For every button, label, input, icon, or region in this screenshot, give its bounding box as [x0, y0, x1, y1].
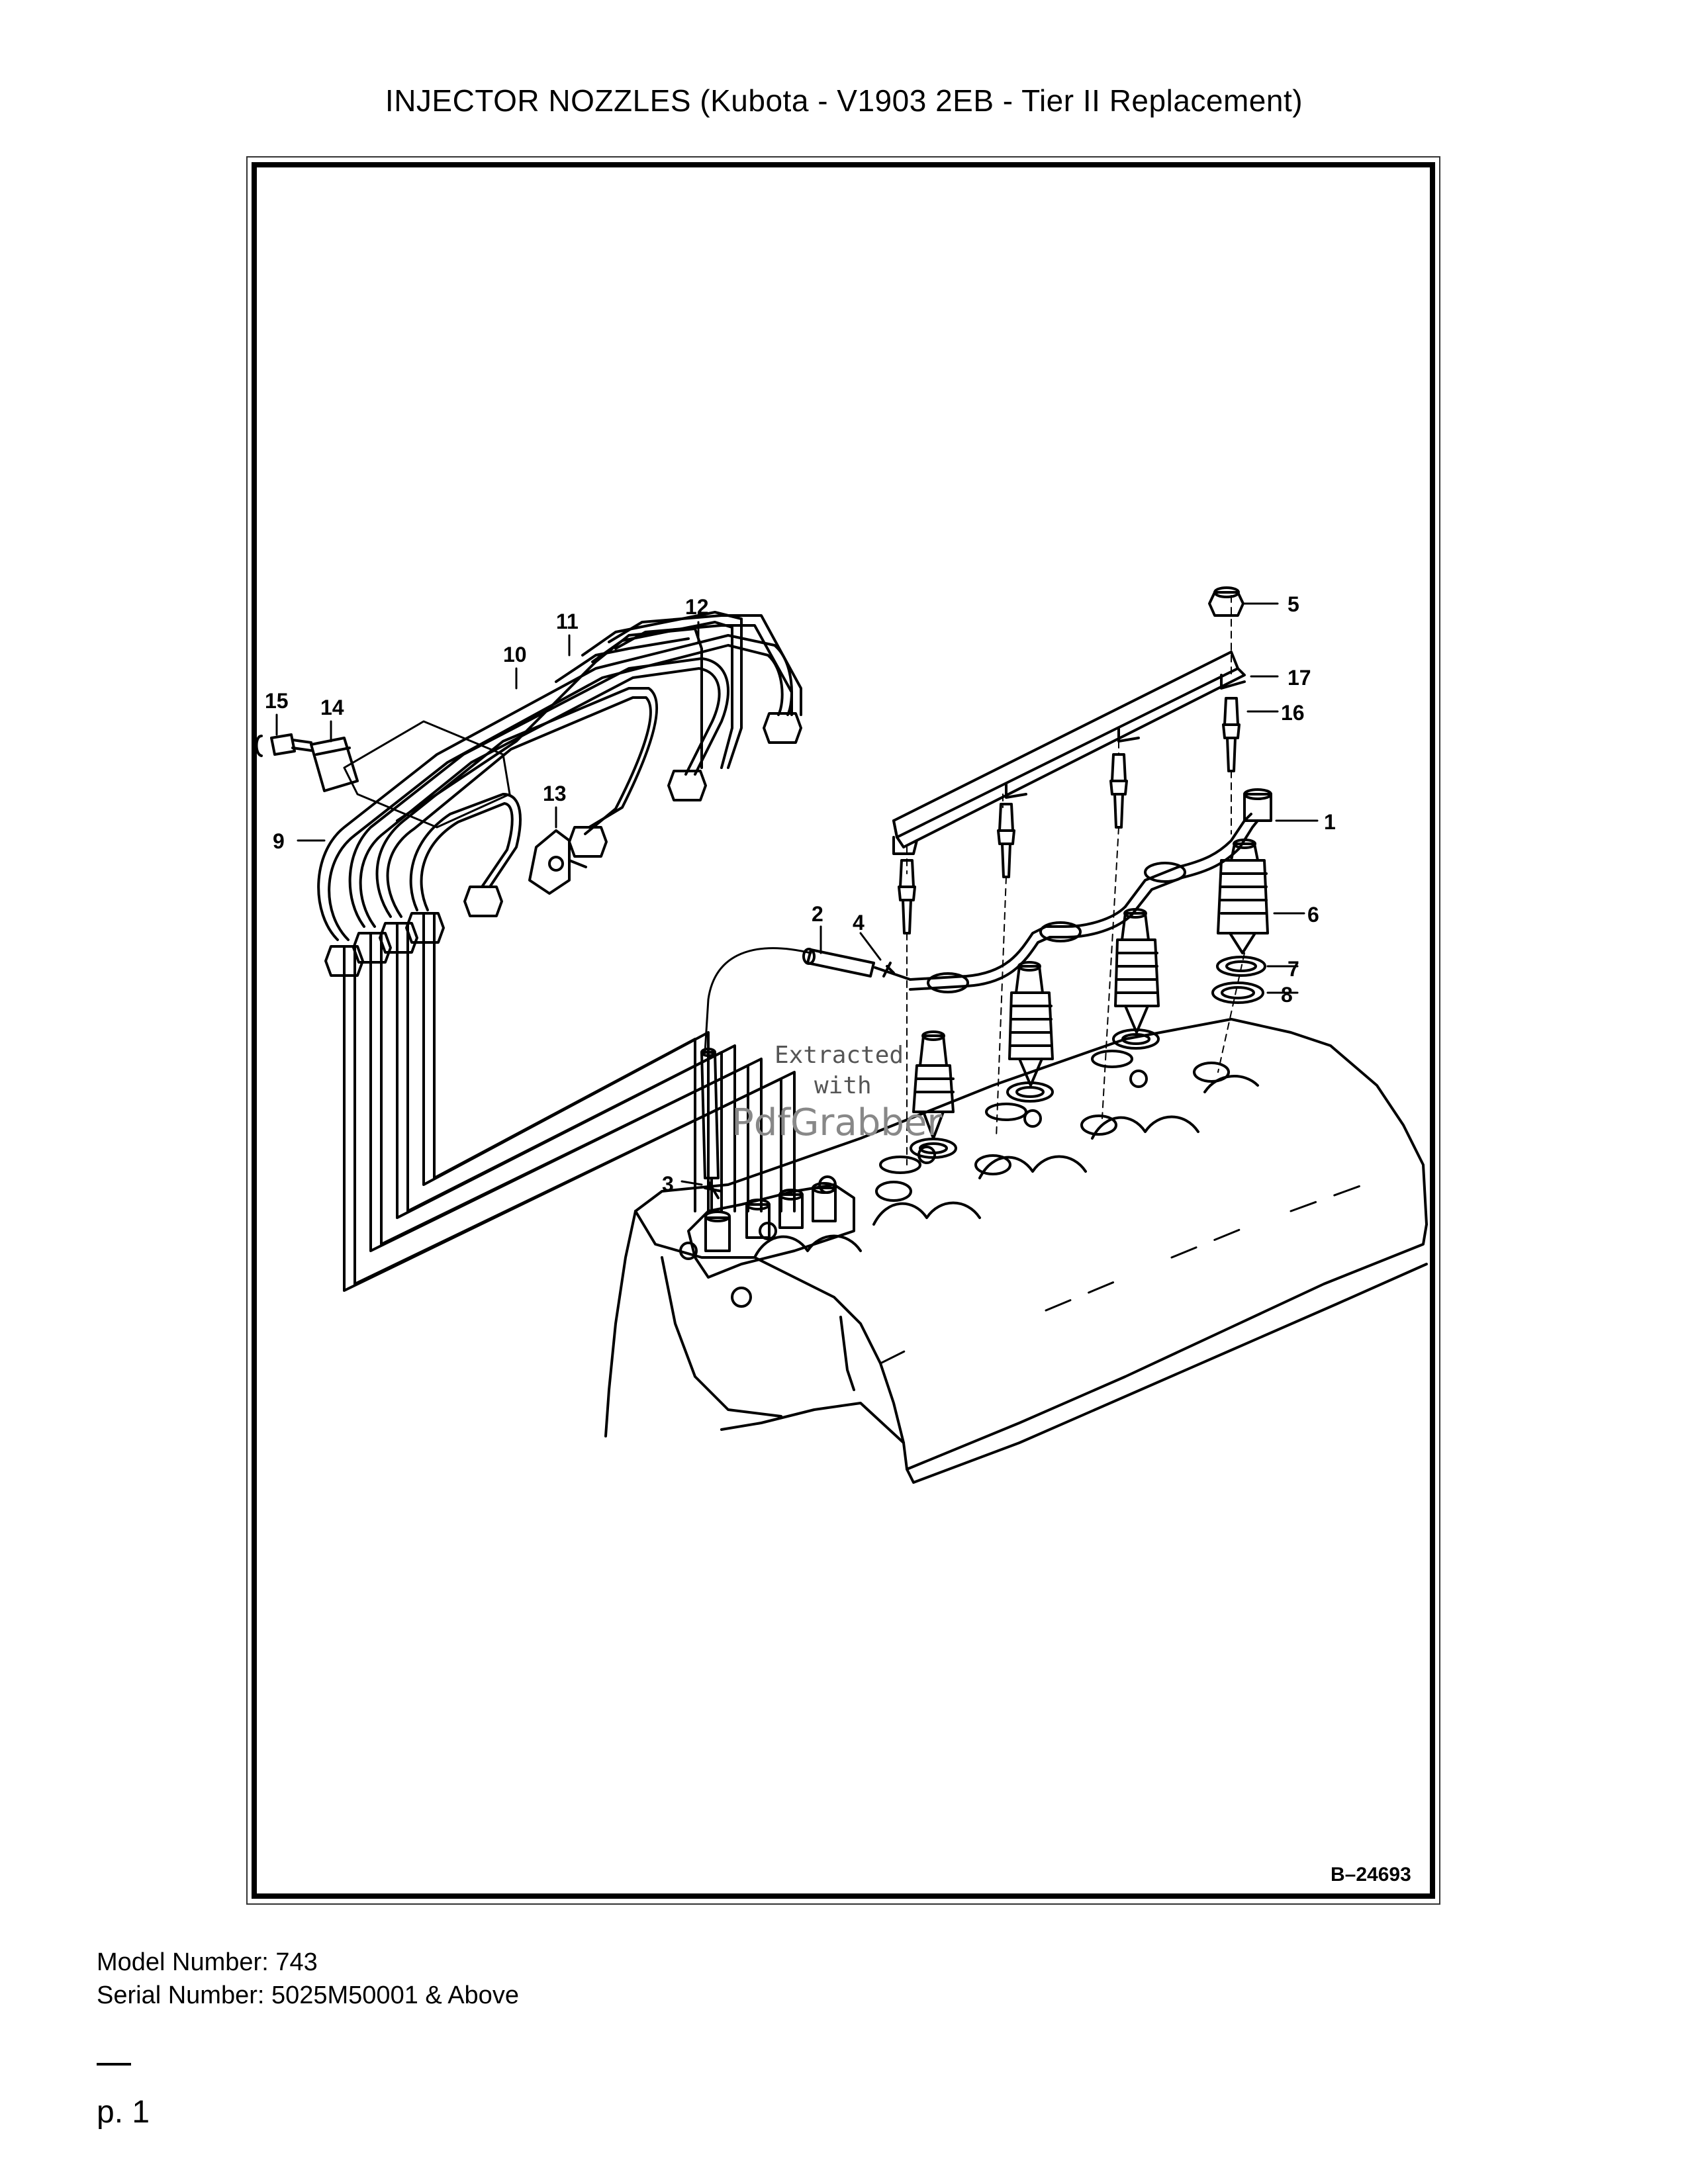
cylinder-head — [604, 1018, 1428, 1484]
return-hose-vertical — [700, 1048, 723, 1212]
injection-pump — [687, 1182, 855, 1279]
callout-16: 16 — [1281, 701, 1305, 725]
callout-2: 2 — [812, 902, 823, 926]
callout-12: 12 — [685, 595, 709, 619]
injection-pipes — [317, 611, 802, 1292]
model-number: Model Number: 743 — [97, 1948, 318, 1976]
callout-11: 11 — [556, 610, 579, 633]
glow-plugs — [898, 697, 1245, 1165]
watermark-line3: PdfGrabber — [731, 1101, 943, 1144]
callout-6: 6 — [1307, 903, 1319, 927]
serial-number: Serial Number: 5025M50001 & Above — [97, 1981, 519, 2009]
leak-off-rail — [892, 595, 1246, 874]
page-number: p. 1 — [97, 2095, 150, 2130]
callout-15: 15 — [265, 689, 289, 713]
diagram-frame-outer — [246, 156, 1440, 1905]
callout-5: 5 — [1288, 592, 1299, 616]
return-line-arc — [704, 947, 812, 1054]
callout-14: 14 — [320, 696, 344, 719]
watermark-line1: Extracted — [774, 1042, 904, 1069]
callout-9: 9 — [273, 829, 285, 853]
leader-lines — [275, 602, 1319, 1186]
injector-nozzles — [912, 839, 1269, 1140]
watermark: Extracted with PdfGrabber — [731, 1042, 943, 1144]
pipe-clamp-plate — [343, 720, 511, 829]
callout-8: 8 — [1281, 983, 1293, 1007]
callout-labels: 1 2 3 4 5 6 7 8 9 10 11 12 13 14 15 16 1… — [265, 592, 1411, 1886]
watermark-line2: with — [814, 1072, 872, 1099]
page-title: INJECTOR NOZZLES (Kubota - V1903 2EB - T… — [385, 83, 1303, 118]
callout-13: 13 — [543, 782, 567, 805]
callout-17: 17 — [1288, 666, 1311, 690]
washers — [879, 956, 1266, 1174]
callout-7: 7 — [1288, 957, 1299, 981]
callout-4: 4 — [853, 911, 865, 934]
callout-3: 3 — [662, 1172, 674, 1196]
clamp-bolt-assembly — [255, 733, 359, 792]
nut — [1208, 586, 1244, 617]
diagram-frame — [252, 162, 1435, 1899]
return-hose — [802, 948, 912, 981]
callout-1: 1 — [1324, 810, 1336, 834]
page-marker-dash — [97, 2063, 131, 2066]
callout-10: 10 — [503, 643, 527, 666]
drawing-number: B–24693 — [1331, 1864, 1411, 1886]
return-pipe — [909, 788, 1272, 993]
pipe-clamp — [528, 829, 587, 895]
